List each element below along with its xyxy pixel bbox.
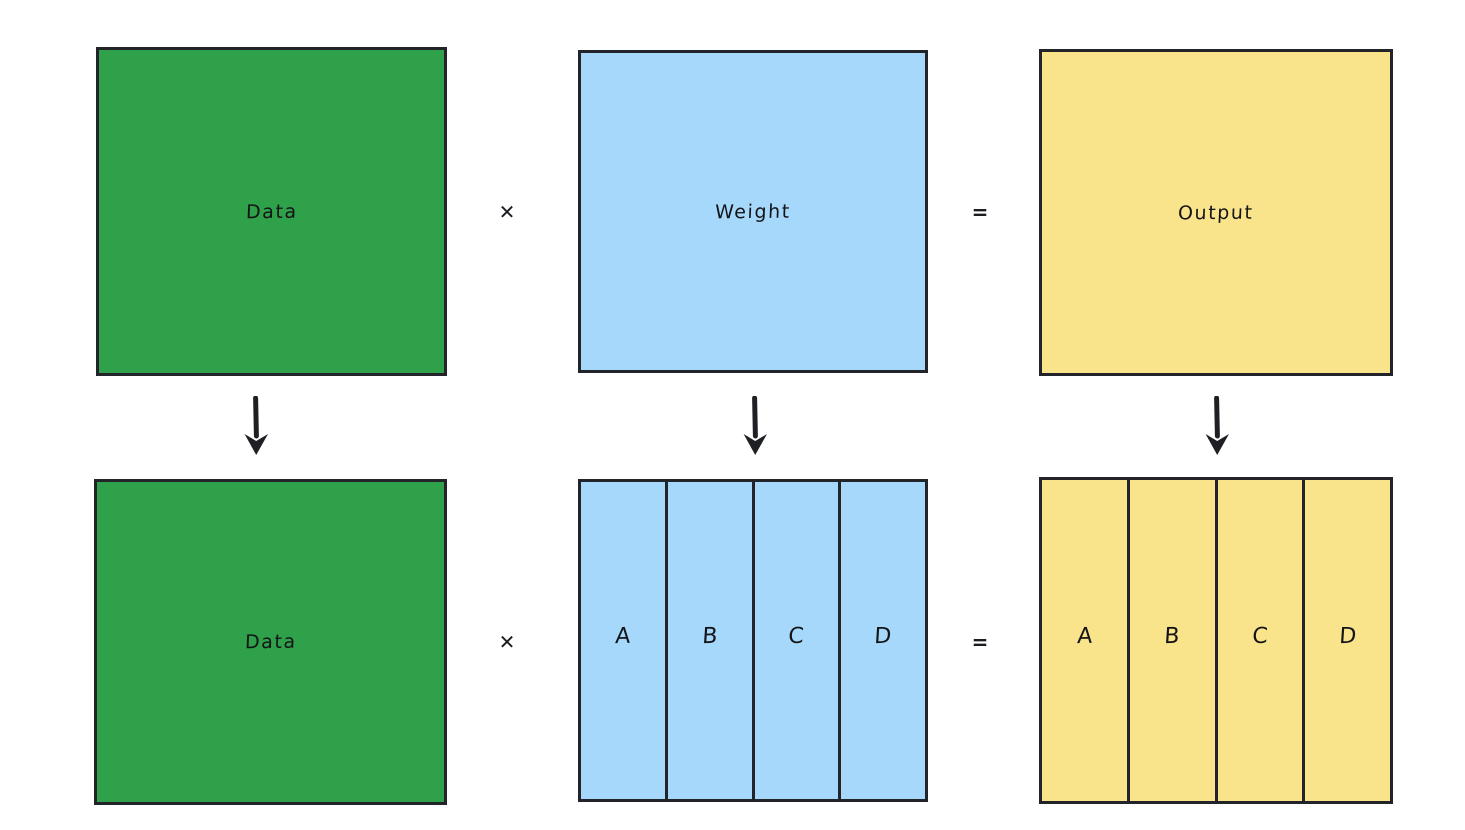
matrix-output-top-label: Output bbox=[1177, 201, 1255, 224]
weight-shard-a-label: A bbox=[614, 623, 632, 650]
matrix-weight-sharded: A B C D bbox=[578, 479, 928, 802]
output-shard-b-label: B bbox=[1163, 623, 1182, 650]
operator-equals-bottom: = bbox=[971, 630, 989, 654]
output-shard-b: B bbox=[1126, 480, 1215, 801]
matrix-data-bottom-label: Data bbox=[244, 630, 297, 654]
matrix-data-bottom: Data bbox=[94, 479, 447, 805]
output-shard-d: D bbox=[1302, 480, 1390, 801]
arrow-data-icon bbox=[235, 395, 277, 462]
output-shard-a-label: A bbox=[1076, 623, 1094, 650]
operator-multiply-top: ✕ bbox=[498, 200, 516, 224]
output-shard-d-label: D bbox=[1338, 623, 1358, 650]
matrix-data-top: Data bbox=[96, 47, 447, 376]
arrow-weight-icon bbox=[734, 395, 776, 462]
output-shard-c-label: C bbox=[1251, 623, 1269, 650]
matrix-weight-top: Weight bbox=[578, 50, 928, 373]
weight-shard-b: B bbox=[664, 482, 752, 799]
weight-shard-c: C bbox=[751, 482, 839, 799]
operator-equals-top: = bbox=[971, 200, 989, 224]
weight-shard-a: A bbox=[581, 482, 665, 799]
operator-multiply-bottom: ✕ bbox=[498, 630, 516, 654]
weight-shard-d-label: D bbox=[873, 623, 893, 650]
weight-shard-c-label: C bbox=[787, 623, 806, 650]
output-shard-a: A bbox=[1042, 480, 1127, 801]
matrix-weight-top-label: Weight bbox=[714, 200, 792, 223]
matrix-output-top: Output bbox=[1039, 49, 1393, 376]
weight-shard-b-label: B bbox=[701, 623, 719, 650]
arrow-output-icon bbox=[1196, 395, 1238, 462]
weight-shard-d: D bbox=[838, 482, 925, 799]
matrix-data-top-label: Data bbox=[245, 200, 298, 223]
output-shard-c: C bbox=[1214, 480, 1303, 801]
matrix-output-sharded: A B C D bbox=[1039, 477, 1393, 804]
